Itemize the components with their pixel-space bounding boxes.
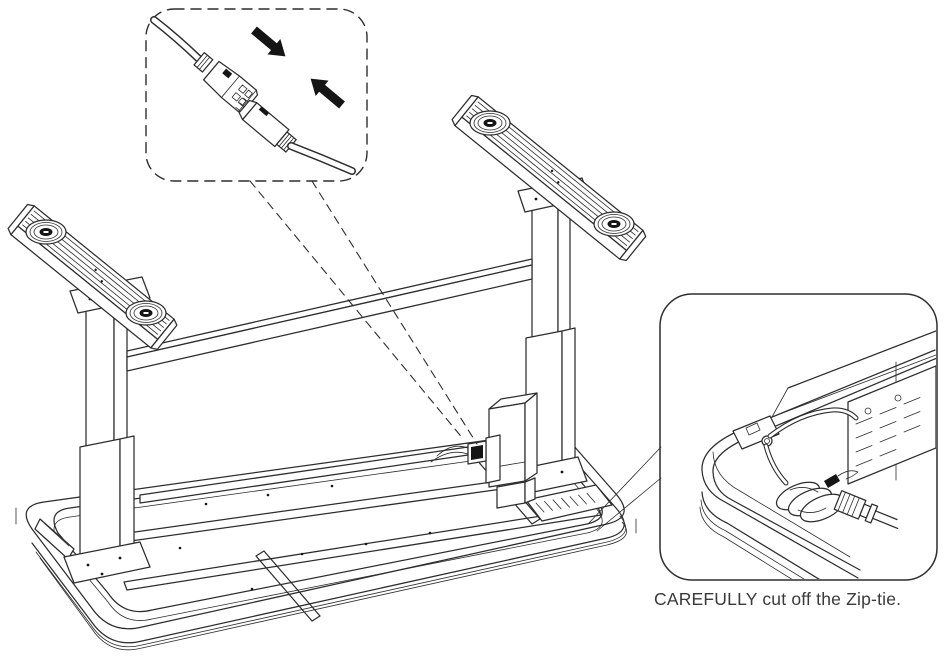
deck-rail bbox=[91, 472, 602, 591]
inset-leader-line bbox=[587, 446, 662, 525]
ziptie-inset bbox=[659, 293, 938, 581]
left-leg bbox=[63, 276, 151, 584]
inset-leader-line bbox=[596, 477, 662, 532]
projection-line bbox=[249, 180, 465, 441]
control-box-vents bbox=[847, 365, 936, 485]
zip-tie bbox=[824, 470, 859, 488]
leveling-glide bbox=[125, 300, 167, 326]
coiled-power-cord bbox=[775, 481, 845, 523]
push-arrow-up-icon bbox=[310, 78, 345, 109]
leveling-glides bbox=[25, 110, 635, 326]
leveling-glide bbox=[593, 211, 635, 237]
projection-lines bbox=[249, 180, 478, 445]
frame-corner-detail bbox=[699, 330, 936, 579]
crossbar bbox=[126, 258, 533, 372]
screw-dots bbox=[178, 484, 432, 591]
projection-line bbox=[311, 180, 478, 445]
cable-grommet bbox=[732, 415, 780, 450]
connector-bracket bbox=[485, 434, 501, 484]
leveling-glide bbox=[25, 219, 67, 245]
push-arrow-down-icon bbox=[251, 26, 286, 57]
right-foot bbox=[451, 94, 647, 262]
leveling-glide bbox=[469, 110, 511, 136]
power-plug bbox=[833, 490, 899, 530]
control-box bbox=[430, 392, 538, 509]
connector-inset bbox=[145, 8, 368, 182]
female-cable-connector bbox=[150, 16, 259, 113]
caption-text: CAREFULLY cut off the Zip-tie. bbox=[654, 589, 902, 609]
inset-leader-lines bbox=[587, 446, 662, 532]
vent-plate bbox=[525, 484, 613, 522]
leg-bottom-plate bbox=[63, 541, 151, 584]
male-cable-connector bbox=[235, 97, 356, 175]
